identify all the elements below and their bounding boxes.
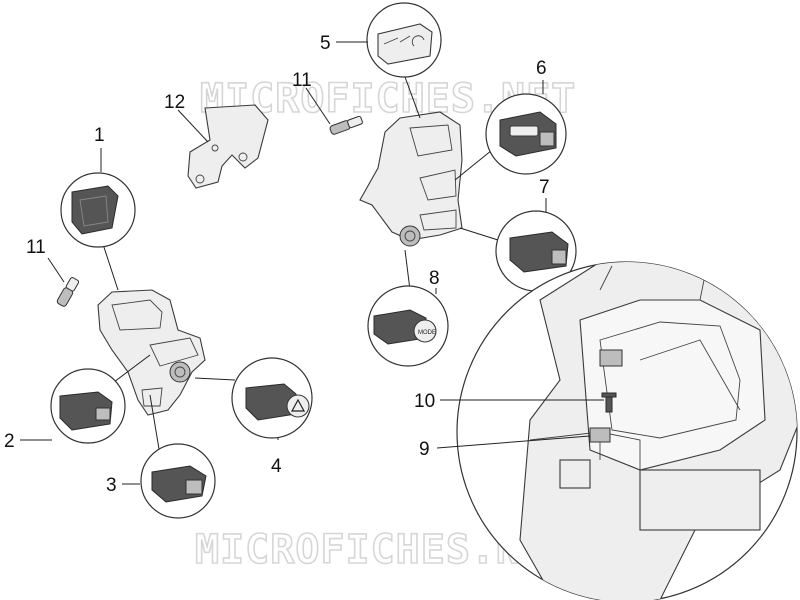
part-2-bubble [50,354,151,444]
callout-11-left: 11 [26,237,46,258]
callout-11-top: 11 [292,70,312,91]
part-10-screw-head [601,392,617,398]
callout-8: 8 [429,268,440,289]
callout-9: 9 [419,439,430,460]
callout-10: 10 [414,391,435,412]
left-switch-housing [97,289,206,416]
switch-8-mode-text: MODE [418,330,436,336]
storage-compartment-detail [456,261,798,600]
leader-lines [20,41,604,485]
part-12-bracket [187,104,269,189]
part-8-bubble: MODE [367,249,449,367]
right-switch-housing [359,111,463,247]
part-7-bubble [459,210,577,292]
part-10-screw [605,395,613,413]
callout-12: 12 [164,92,185,113]
part-4-bubble [194,357,313,439]
part-3-bubble [140,394,216,519]
callout-3: 3 [106,475,117,496]
callout-2: 2 [4,431,15,452]
callout-7: 7 [539,177,550,198]
callout-1: 1 [94,125,105,146]
part-11-bulb-top [329,115,363,135]
part-6-bubble [454,93,567,181]
callout-6: 6 [536,58,547,79]
callout-5: 5 [320,33,331,54]
callout-numbers: 1 2 3 4 5 6 7 8 9 10 11 11 12 [4,33,550,496]
part-9-clip [589,427,611,443]
part-5-bubble [366,2,442,119]
part-1-bubble [60,172,136,291]
callout-4: 4 [271,456,282,477]
part-11-bulb-left [56,276,80,307]
